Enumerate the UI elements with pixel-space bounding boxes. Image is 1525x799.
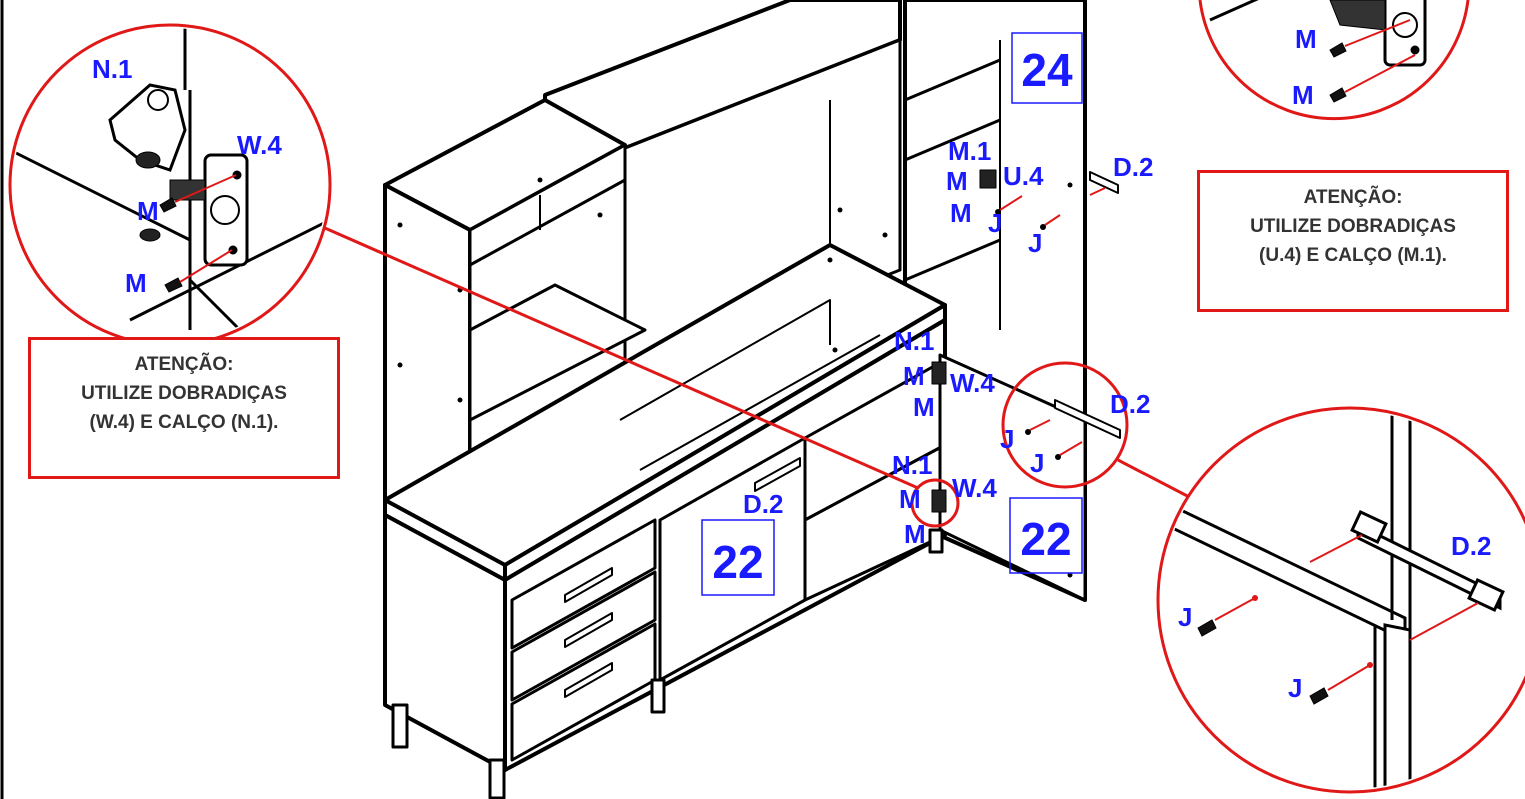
door-number-box-22-right — [1009, 497, 1083, 574]
label-n1-lower: N.1 — [892, 450, 932, 480]
warning-left-line2: (W.4) E CALÇO (N.1). — [89, 412, 279, 433]
label-n1-zoom: N.1 — [92, 54, 132, 84]
label-j-middle-1: J — [1000, 424, 1014, 454]
label-m1-cabinet: M.1 — [948, 136, 991, 166]
screws-cabinet — [995, 209, 1061, 460]
label-m-cabinet-1: M — [946, 166, 968, 196]
label-d2-left-door: D.2 — [743, 489, 783, 519]
label-m-cabinet-2: M — [950, 198, 972, 228]
callout-target-hinge — [910, 478, 960, 528]
label-d2-middle: D.2 — [1110, 389, 1150, 419]
warning-right-line2: (U.4) E CALÇO (M.1). — [1259, 245, 1447, 266]
warning-left-line1: UTILIZE DOBRADIÇAS — [81, 383, 287, 404]
label-m-topright-1: M — [1295, 24, 1317, 54]
handle-detail-zoom — [1156, 406, 1525, 794]
screw-guides — [999, 187, 1106, 456]
callout-target-handle — [1001, 361, 1129, 489]
label-w4-zoom: W.4 — [237, 130, 282, 160]
label-m-lower-2: M — [904, 519, 926, 549]
hinge-detail-zoom — [8, 23, 332, 347]
warning-left-title: ATENÇÃO: — [134, 354, 234, 375]
label-j-cabinet-1: J — [988, 208, 1002, 238]
warning-right-line1: UTILIZE DOBRADIÇAS — [1250, 216, 1456, 237]
label-j-cabinet-2: J — [1028, 228, 1042, 258]
label-m-middle-2: M — [913, 392, 935, 422]
label-n1-middle: N.1 — [894, 326, 934, 356]
cabinet-drawing — [383, 0, 1121, 799]
part-labels: N.1 W.4 M M M M M.1 M U.4 M J J D.2 N.1 … — [92, 24, 1491, 703]
warning-box-right: ATENÇÃO: UTILIZE DOBRADIÇAS (U.4) E CALÇ… — [1197, 170, 1509, 312]
callout-lines — [317, 223, 1196, 502]
label-j-zoom-1: J — [1178, 602, 1192, 632]
label-d2-zoom: D.2 — [1451, 531, 1491, 561]
door-number-box-24 — [1011, 32, 1083, 104]
label-m-zoom-2: M — [125, 268, 147, 298]
label-j-middle-2: J — [1030, 448, 1044, 478]
label-j-zoom-2: J — [1288, 673, 1302, 703]
label-u4-cabinet: U.4 — [1003, 161, 1044, 191]
warning-right-title: ATENÇÃO: — [1303, 187, 1403, 208]
door-number-22-left: 22 — [712, 536, 763, 588]
hinge-detail-zoom-right — [1198, 0, 1470, 121]
label-m-topright-2: M — [1292, 80, 1314, 110]
warning-box-left: ATENÇÃO: UTILIZE DOBRADIÇAS (W.4) E CALÇ… — [28, 337, 340, 479]
label-m-lower-1: M — [899, 484, 921, 514]
door-number-24: 24 — [1021, 44, 1073, 96]
label-d2-upper: D.2 — [1113, 152, 1153, 182]
door-number-box-22-left — [701, 519, 775, 596]
label-w4-middle: W.4 — [950, 368, 995, 398]
label-w4-lower: W.4 — [952, 473, 997, 503]
label-m-middle-1: M — [903, 361, 925, 391]
door-number-22-right: 22 — [1020, 513, 1071, 565]
label-m-zoom-1: M — [137, 196, 159, 226]
